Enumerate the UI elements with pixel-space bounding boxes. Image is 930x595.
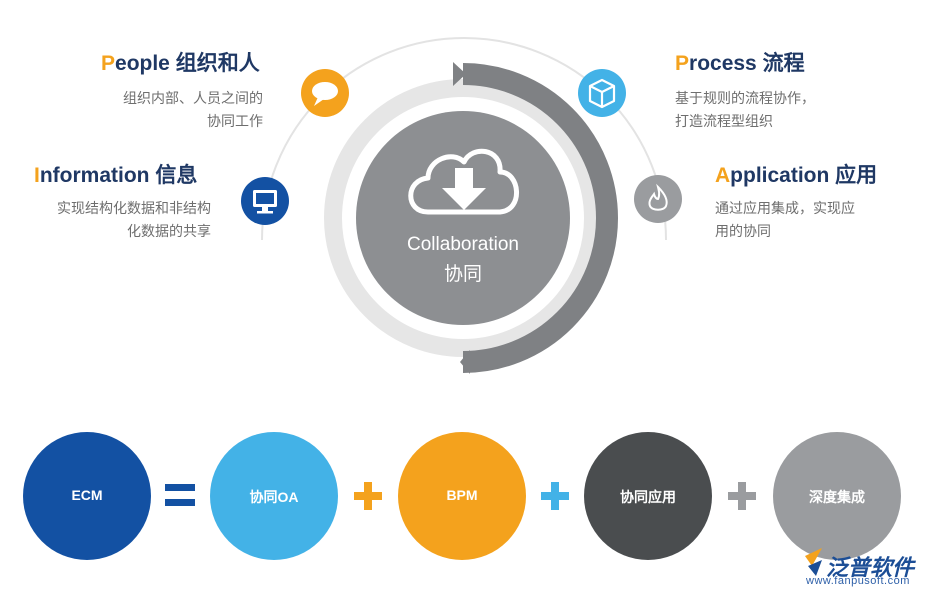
- process-desc-line: 打造流程型组织: [675, 113, 773, 129]
- center-circle: [356, 111, 570, 325]
- deep-integration-circle: [773, 432, 901, 560]
- outer-arc: [261, 37, 667, 241]
- process-title: Process 流程: [675, 47, 805, 77]
- speech-bubble-icon: [312, 82, 338, 106]
- process-icon-node: [578, 69, 626, 117]
- deep-integration-label: 深度集成: [809, 489, 865, 505]
- cloud-download-icon: [408, 148, 519, 215]
- information-title: Information 信息: [34, 159, 197, 189]
- application-icon-node: [634, 175, 682, 223]
- equals-icon: [165, 484, 195, 506]
- arc-notch-bottom: [460, 350, 470, 374]
- logo-url: www.fanpusoft.com: [806, 575, 910, 587]
- plus-icon: [354, 482, 382, 510]
- information-title-rest: nformation 信息: [39, 164, 198, 187]
- people-desc-line: 组织内部、人员之间的: [123, 90, 263, 106]
- center-label-cn: 协同: [443, 264, 482, 285]
- application-title-rest: pplication 应用: [730, 164, 878, 187]
- oa-label: 协同OA: [249, 489, 299, 505]
- information-desc-line: 化数据的共享: [127, 223, 211, 239]
- information-description: 实现结构化数据和非结构 化数据的共享: [10, 197, 211, 243]
- plus-icon: [541, 482, 569, 510]
- people-title: People 组织和人: [101, 47, 260, 77]
- logo-name: 泛普软件: [826, 555, 915, 580]
- bpm-label: BPM: [446, 487, 478, 503]
- process-title-initial: P: [675, 52, 690, 75]
- flame-icon: [648, 183, 668, 211]
- ecm-circle: [23, 432, 151, 560]
- arc-notch-top: [453, 62, 466, 86]
- application-title: Application 应用: [715, 159, 877, 189]
- process-description: 基于规则的流程协作， 打造流程型组织: [675, 87, 815, 133]
- cube-icon: [588, 78, 616, 109]
- people-icon-node: [301, 69, 349, 117]
- ecm-label: ECM: [71, 487, 103, 503]
- information-icon-node: [241, 177, 289, 225]
- application-title-initial: A: [715, 164, 731, 187]
- process-title-rest: rocess 流程: [689, 52, 805, 75]
- inner-ring: [324, 79, 602, 357]
- information-title-initial: I: [34, 164, 40, 187]
- application-desc-line: 通过应用集成，实现应: [715, 200, 855, 216]
- plus-icon: [728, 482, 756, 510]
- people-title-initial: P: [101, 52, 116, 75]
- bpm-circle: [398, 432, 526, 560]
- people-description: 组织内部、人员之间的 协同工作: [60, 87, 263, 133]
- fanpu-logo-icon: [805, 548, 822, 576]
- center-label-en: Collaboration: [407, 234, 519, 255]
- application-desc-line: 用的协同: [715, 223, 771, 239]
- collab-app-label: 协同应用: [620, 489, 676, 505]
- oa-circle: [210, 432, 338, 560]
- people-title-rest: eople 组织和人: [115, 52, 260, 75]
- people-desc-line: 协同工作: [207, 113, 263, 129]
- collab-app-circle: [584, 432, 712, 560]
- information-desc-line: 实现结构化数据和非结构: [57, 200, 211, 216]
- process-desc-line: 基于规则的流程协作，: [675, 90, 815, 106]
- progress-arc: [462, 63, 618, 373]
- application-description: 通过应用集成，实现应 用的协同: [715, 197, 855, 243]
